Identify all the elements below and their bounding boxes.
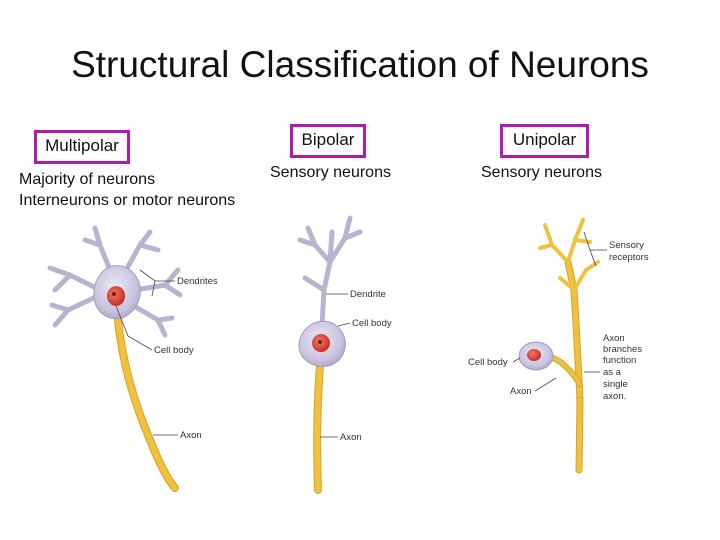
- multipolar-axon-label: Axon: [180, 430, 202, 441]
- unipolar-cell-body-label: Cell body: [468, 357, 508, 368]
- unipolar-branches-label-1: Axon: [603, 333, 625, 344]
- unipolar-heading: Unipolar: [500, 124, 589, 158]
- unipolar-branches-label-5: single: [603, 379, 628, 390]
- bipolar-heading: Bipolar: [290, 124, 366, 158]
- unipolar-branches-label-4: as a: [603, 367, 622, 378]
- bipolar-cell-body-label: Cell body: [352, 318, 392, 329]
- bipolar-axon-label: Axon: [340, 432, 362, 443]
- multipolar-neuron: [47, 225, 183, 492]
- multipolar-dendrites-label: Dendrites: [177, 276, 218, 287]
- multipolar-cell-body-label: Cell body: [154, 345, 194, 356]
- bipolar-description: Sensory neurons: [270, 164, 391, 181]
- unipolar-axon-label: Axon: [510, 386, 532, 397]
- bipolar-neuron: [297, 215, 363, 494]
- unipolar-neuron: [512, 218, 607, 474]
- unipolar-description: Sensory neurons: [481, 164, 602, 181]
- multipolar-description-1: Majority of neurons: [19, 171, 156, 188]
- unipolar-branches-label-3: function: [603, 355, 636, 366]
- page-title: Structural Classification of Neurons: [71, 44, 649, 85]
- unipolar-branches-label-6: axon.: [603, 391, 626, 402]
- multipolar-heading: Multipolar: [34, 130, 130, 164]
- unipolar-receptors-label-1: Sensory: [609, 240, 644, 251]
- multipolar-description-2: Interneurons or motor neurons: [19, 192, 236, 209]
- bipolar-dendrite-label: Dendrite: [350, 289, 386, 300]
- unipolar-receptors-label-2: receptors: [609, 252, 649, 263]
- unipolar-branches-label-2: branches: [603, 344, 642, 355]
